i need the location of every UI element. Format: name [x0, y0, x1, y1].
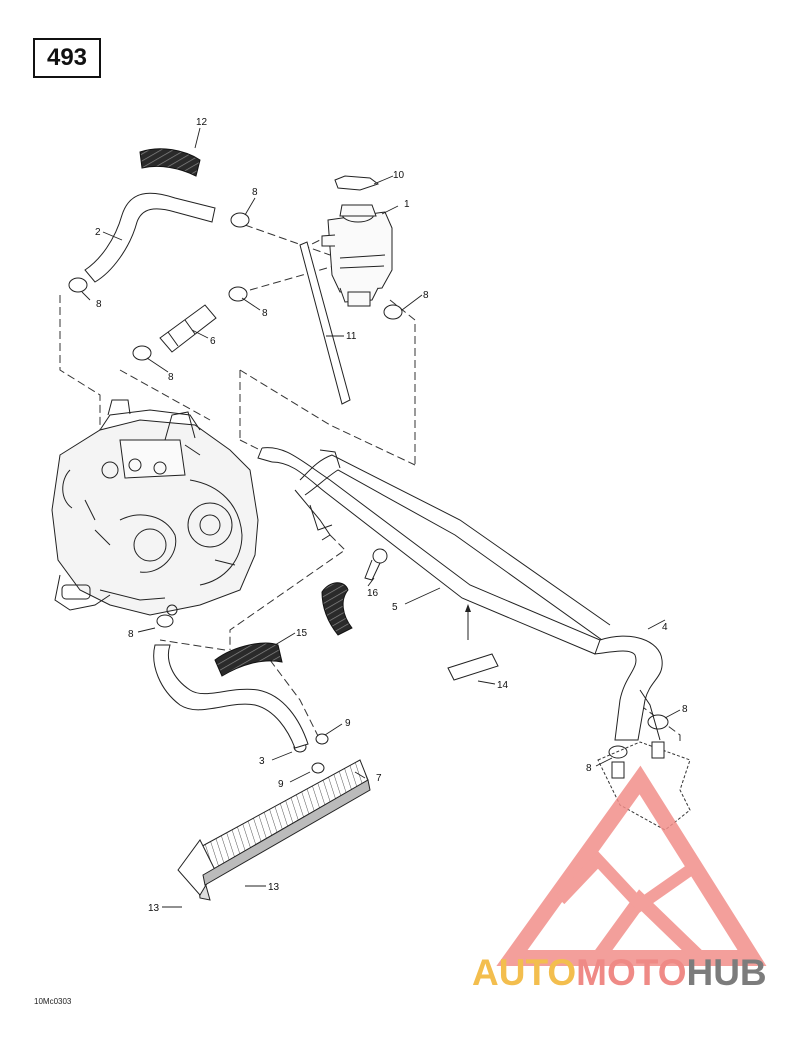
callout-13-a: 13	[268, 882, 280, 893]
callout-16: 16	[367, 588, 379, 599]
hose-6	[159, 304, 217, 353]
callout-9-b: 9	[278, 779, 284, 790]
callout-8-f: 8	[128, 629, 134, 640]
callout-8-b: 8	[96, 299, 102, 310]
callout-8-c: 8	[262, 308, 268, 319]
callout-13-b: 13	[148, 903, 160, 914]
hose-clamps	[68, 212, 669, 774]
watermark-auto: AUTO	[472, 952, 577, 993]
callout-14: 14	[497, 680, 509, 691]
corrugated-hose-15-b	[321, 582, 353, 636]
hose-2	[84, 192, 216, 283]
clip-16	[364, 548, 388, 581]
tube-11	[299, 241, 351, 405]
callout-12: 12	[196, 117, 208, 128]
callout-15: 15	[296, 628, 308, 639]
callout-9-a: 9	[345, 718, 351, 729]
callout-labels: 12 2 8 10 1 8 8 6 8 8 11 8 15 16 5 4 14 …	[95, 117, 688, 914]
coolant-reservoir	[321, 175, 393, 307]
leader-lines	[81, 127, 681, 908]
hose-4	[594, 635, 663, 741]
watermark-logo	[496, 765, 767, 966]
corrugated-hose-15	[214, 642, 283, 677]
watermark-moto: MOTO	[576, 952, 687, 993]
engine-block	[51, 399, 259, 616]
callout-7: 7	[376, 773, 382, 784]
callout-11: 11	[346, 331, 357, 342]
callout-1: 1	[404, 199, 410, 210]
callout-8-d: 8	[168, 372, 174, 383]
callout-5: 5	[392, 602, 398, 613]
hose-3	[153, 644, 309, 749]
heat-exchanger-7	[177, 759, 371, 901]
watermark-hub: HUB	[686, 952, 767, 993]
callout-8-h: 8	[586, 763, 592, 774]
callout-2: 2	[95, 227, 101, 238]
callout-10: 10	[393, 170, 405, 181]
watermark-text: AUTOMOTOHUB	[472, 952, 767, 994]
page-number: 493	[46, 44, 88, 71]
slider-14	[447, 653, 499, 681]
hose-5	[257, 447, 611, 655]
callout-6: 6	[210, 336, 216, 347]
corrugated-hose-12	[139, 148, 201, 177]
callout-3: 3	[259, 756, 265, 767]
callout-8-a: 8	[252, 187, 258, 198]
callout-4: 4	[662, 622, 668, 633]
page-number-box: 493	[33, 38, 101, 78]
diagram-code: 10Mc0303	[34, 997, 72, 1006]
callout-8-g: 8	[682, 704, 688, 715]
callout-8-e: 8	[423, 290, 429, 301]
